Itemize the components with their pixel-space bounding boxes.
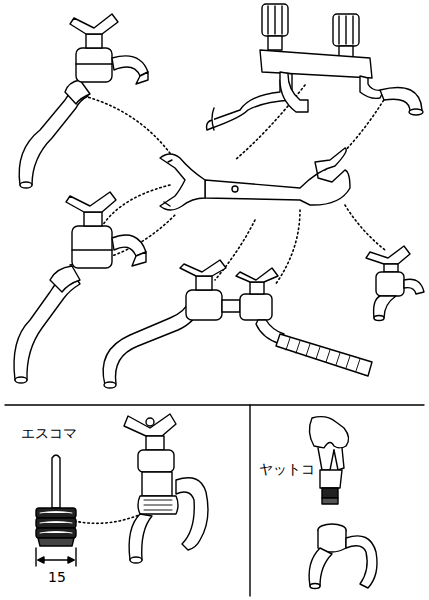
faucet [366,246,424,321]
faucet [14,192,146,383]
dotted-leaders [70,85,390,523]
mixer-faucet [207,4,423,130]
esukoma-part [36,455,76,566]
faucet [124,414,208,563]
part-name: エスコマ [20,426,78,441]
dimension: 15 [47,570,67,585]
faucet-with-hose [103,260,372,388]
faucet [309,524,377,589]
faucet-wrench [160,148,350,210]
part-name: ヤットコ [258,462,316,477]
faucet [19,14,148,188]
hand-with-pliers [309,417,348,504]
divider-lines [5,405,424,596]
